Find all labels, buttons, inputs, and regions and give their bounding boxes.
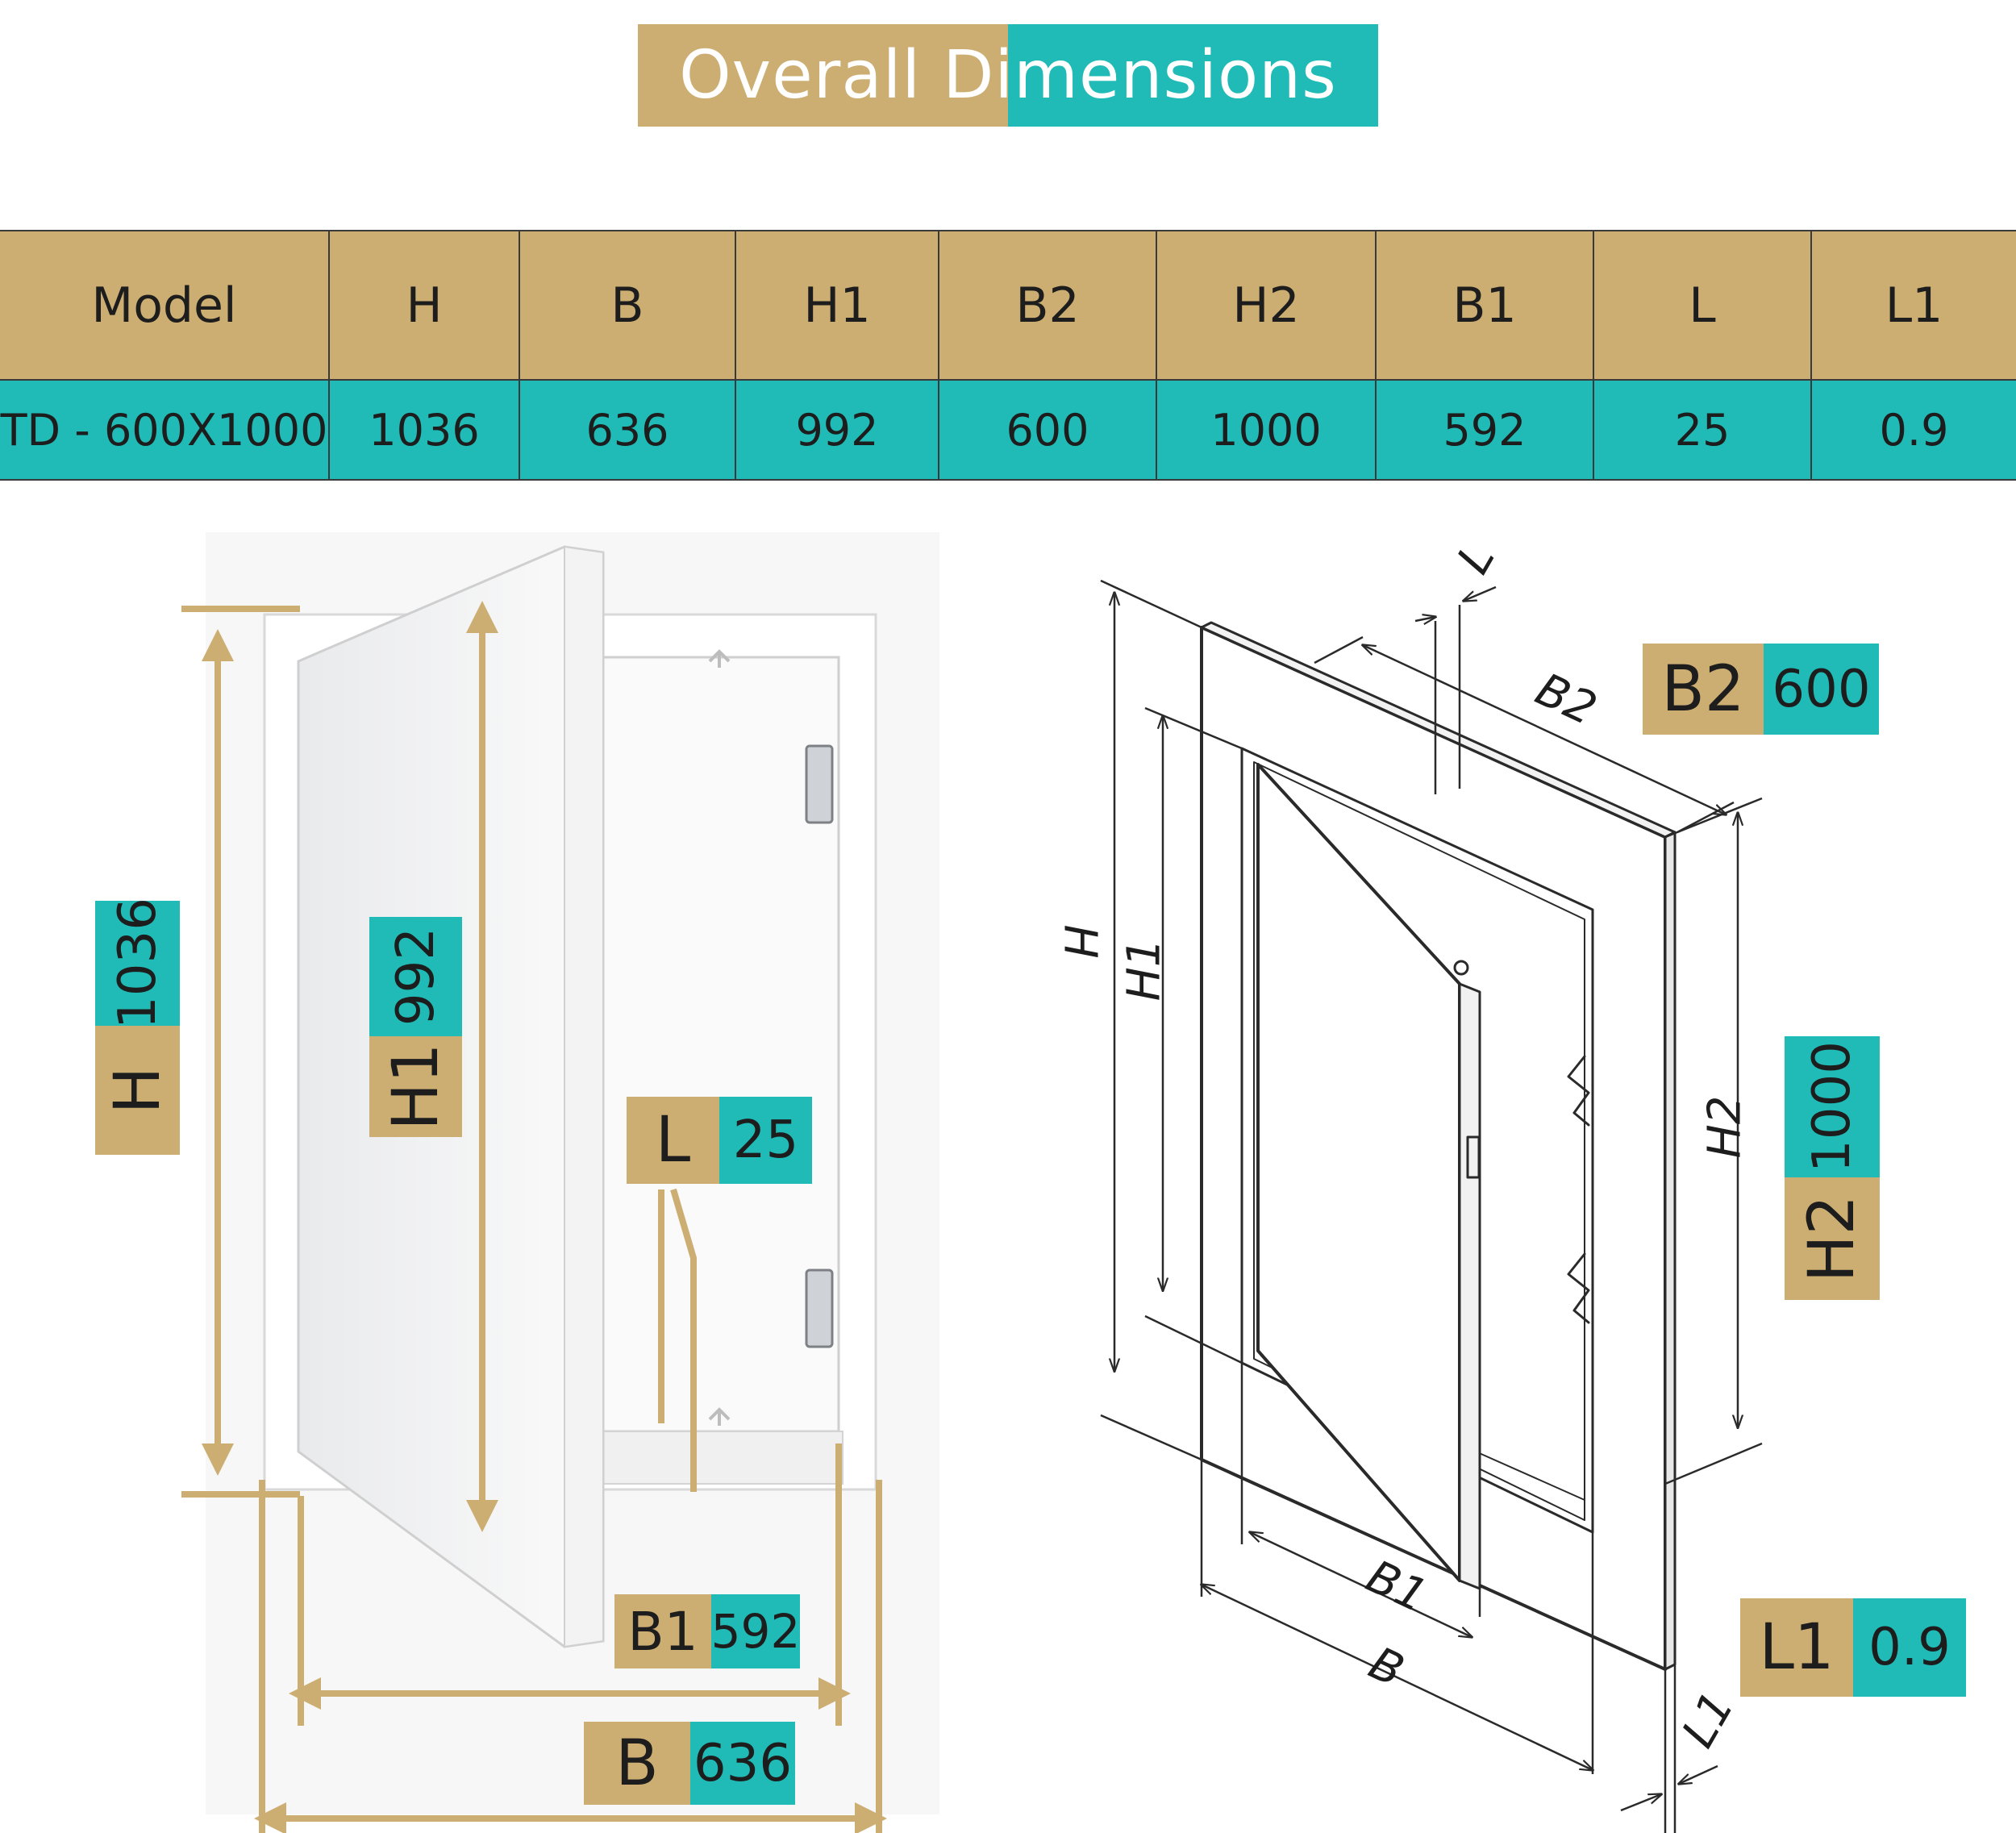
page-title: Overall Dimensions: [679, 37, 1337, 114]
tag-l1: L1 0.9: [1740, 1598, 1966, 1697]
tag-b1-label: B1: [614, 1594, 711, 1668]
cell-model: TD - 600X1000: [0, 380, 330, 481]
header-h2: H2: [1156, 230, 1377, 381]
cell-b2: 600: [939, 380, 1157, 481]
tag-h: H 1036: [95, 898, 180, 1155]
tag-h2-label: H2: [1785, 1177, 1880, 1300]
tag-b2: B2 600: [1643, 644, 1879, 735]
cell-l: 25: [1593, 380, 1812, 481]
header-l: L: [1593, 230, 1812, 381]
cell-h2: 1000: [1156, 380, 1377, 481]
table-row: TD - 600X1000 1036 636 992 600 1000 592 …: [0, 380, 2016, 481]
tag-b-label: B: [584, 1722, 690, 1805]
door-photo: [206, 532, 939, 1814]
tag-l1-value: 0.9: [1853, 1598, 1966, 1697]
header-h1: H1: [735, 230, 939, 381]
cell-b: 636: [519, 380, 736, 481]
hinge-icon: [805, 1269, 834, 1348]
tag-h-label: H: [95, 1026, 180, 1155]
tag-h2-value: 1000: [1785, 1036, 1880, 1177]
header-h: H: [329, 230, 520, 381]
cell-h: 1036: [329, 380, 520, 481]
spec-table: Model H B H1 B2 H2 B1 L L1 TD - 600X1000…: [0, 230, 2016, 481]
header-model: Model: [0, 230, 330, 381]
photo-dimension-lines: [181, 601, 887, 1833]
header-l1: L1: [1811, 230, 2016, 381]
tech-label-h: H: [1053, 924, 1106, 959]
door-technical-drawing: [1200, 621, 1677, 1671]
tag-h1: H1 992: [369, 917, 462, 1137]
tag-b: B 636: [584, 1722, 795, 1805]
cell-h1: 992: [735, 380, 939, 481]
cell-b1: 592: [1376, 380, 1594, 481]
tag-h1-label: H1: [369, 1036, 462, 1137]
tag-b1-value: 592: [711, 1594, 800, 1668]
tag-l-label: L: [627, 1097, 719, 1184]
tag-b2-value: 600: [1764, 644, 1879, 735]
tag-b2-label: B2: [1643, 644, 1764, 735]
header-b1: B1: [1376, 230, 1594, 381]
tech-label-h1: H1: [1118, 938, 1171, 1002]
tech-dimension-lines: [1100, 579, 1763, 1833]
hinge-icon: [805, 744, 834, 824]
tag-l: L 25: [627, 1097, 812, 1184]
tag-h2: H2 1000: [1785, 1036, 1880, 1300]
header-b2: B2: [939, 230, 1157, 381]
tag-h-value: 1036: [95, 898, 180, 1029]
tech-label-h2: H2: [1698, 1095, 1752, 1159]
header-b: B: [519, 230, 736, 381]
cell-l1: 0.9: [1811, 380, 2016, 481]
tag-h1-value: 992: [369, 917, 462, 1036]
tag-l-value: 25: [719, 1097, 812, 1184]
tag-l1-label: L1: [1740, 1598, 1853, 1697]
tag-b1: B1 592: [614, 1594, 800, 1668]
title-banner: Overall Dimensions: [638, 24, 1378, 127]
tag-b-value: 636: [690, 1722, 795, 1805]
